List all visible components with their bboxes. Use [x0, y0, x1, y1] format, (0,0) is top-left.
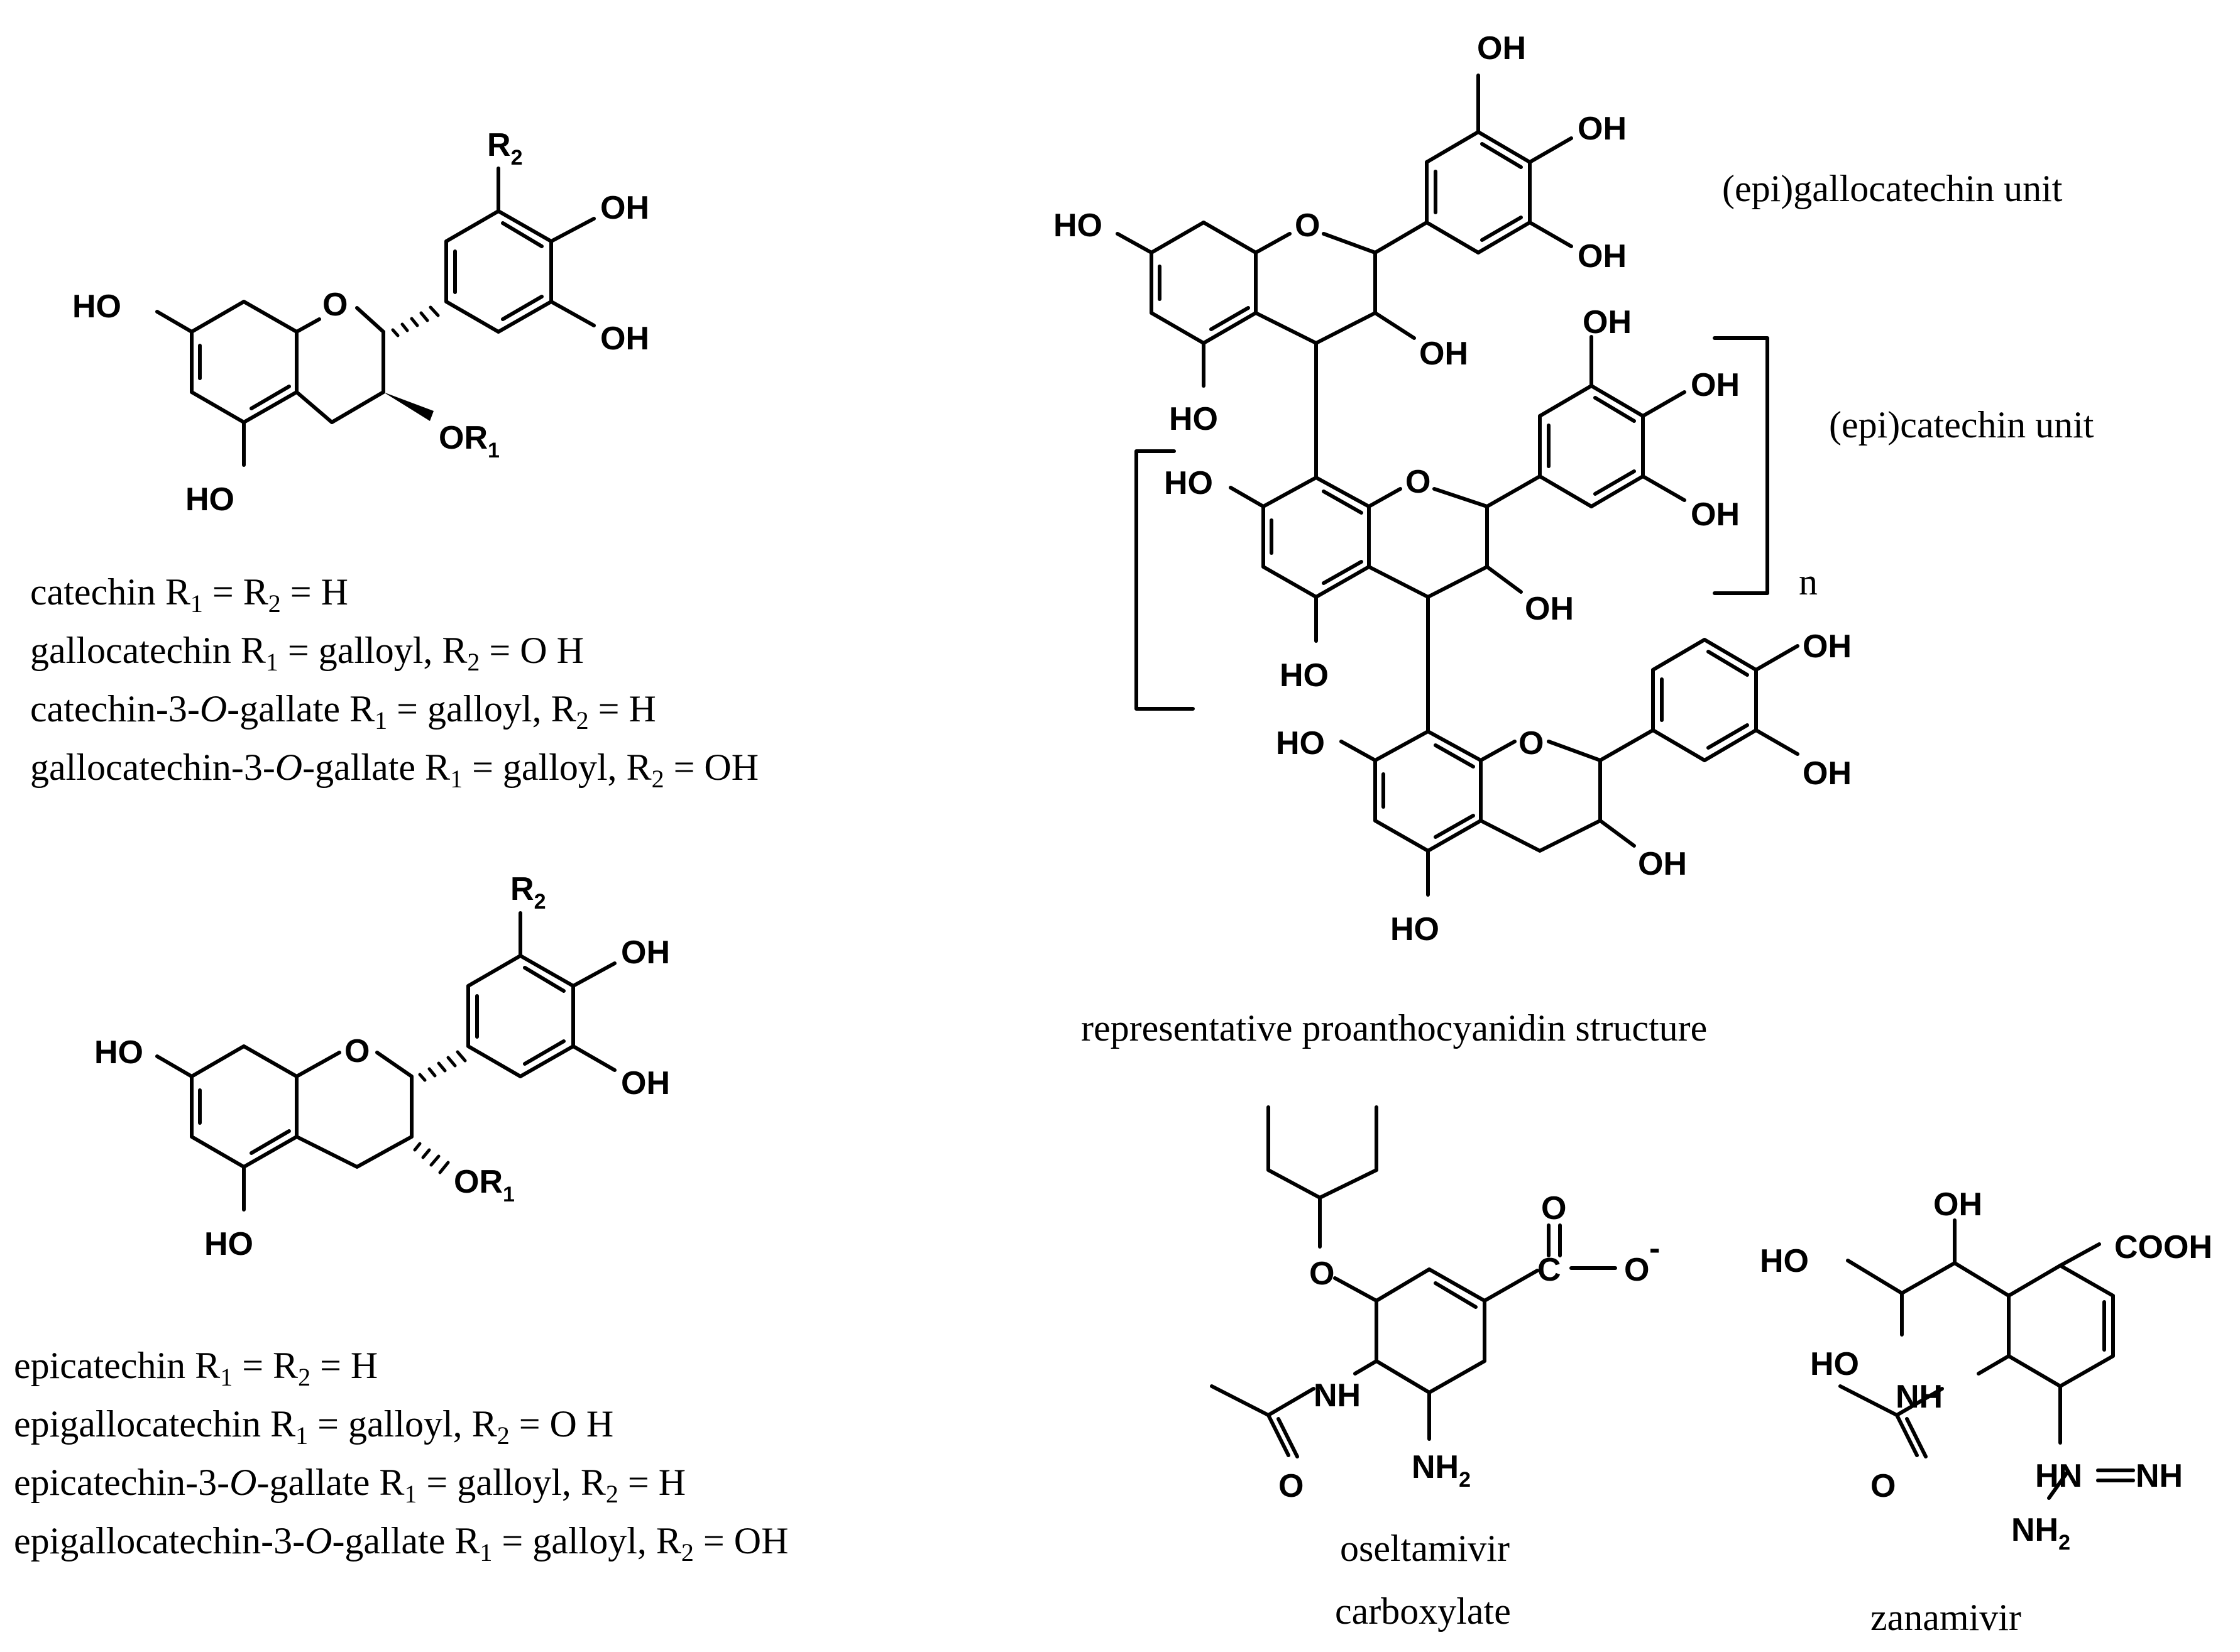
ho-label: HO: [1169, 401, 1218, 437]
oh-label: OH: [1691, 367, 1740, 403]
r2-label: R2: [510, 871, 546, 914]
r2-label: R2: [487, 127, 522, 170]
oh-label: OH: [1477, 30, 1526, 67]
ring-oxygen-label: O: [344, 1033, 370, 1069]
oh-label: OH: [1933, 1186, 1982, 1223]
or1-label: OR1: [454, 1164, 515, 1206]
oh-label: OH: [1803, 628, 1852, 665]
oh-label: OH: [1578, 111, 1627, 147]
oh-label: OH: [1419, 336, 1468, 372]
catechin-structure: R2 OH OH O HO HO OR1: [72, 127, 649, 518]
ho-label: HO: [1164, 465, 1213, 501]
caption-line: epigallocatechin-3-O-gallate R1 = galloy…: [14, 1520, 788, 1567]
ho-label: HO: [1390, 911, 1439, 948]
acetyl-oxygen-label: O: [1870, 1468, 1896, 1504]
nh-label: NH: [1314, 1377, 1361, 1414]
zanamivir-structure: OH HO HO COOH NH O HN NH NH2 zanamivir: [1760, 1186, 2212, 1638]
ho-label: HO: [1280, 657, 1329, 694]
ring-oxygen-label: O: [1295, 207, 1320, 244]
carbonyl-oxygen-label: O: [1541, 1190, 1566, 1227]
epicatechin-captions: epicatechin R1 = R2 = H epigallocatechin…: [14, 1345, 788, 1567]
unit-label-gallocatechin: (epi)gallocatechin unit: [1722, 168, 2063, 209]
ring-oxygen-label: O: [1518, 725, 1544, 762]
ho-label: HO: [1053, 207, 1102, 244]
ho-label: HO: [204, 1226, 253, 1262]
oh-label: OH: [600, 190, 649, 226]
ho-label: HO: [1810, 1346, 1859, 1382]
minus-charge-label: -: [1649, 1230, 1660, 1267]
oh-label: OH: [600, 320, 649, 357]
unit-label-catechin: (epi)catechin unit: [1829, 404, 2094, 446]
caption-line: gallocatechin R1 = galloyl, R2 = O H: [30, 630, 584, 676]
ho-label: HO: [1276, 725, 1325, 762]
ho-label: HO: [72, 288, 121, 325]
oseltamivir-caption: oseltamivir: [1340, 1528, 1510, 1569]
ho-label: HO: [1760, 1243, 1809, 1279]
oh-label: OH: [621, 934, 670, 971]
carbon-label: C: [1537, 1252, 1561, 1288]
proanthocyanidin-caption: representative proanthocyanidin structur…: [1081, 1007, 1707, 1049]
ho-label: HO: [185, 481, 234, 518]
ring-oxygen-label: O: [1405, 464, 1430, 500]
cooh-label: COOH: [2114, 1229, 2212, 1266]
nh2-label: NH2: [2011, 1512, 2070, 1555]
ho-label: HO: [94, 1034, 143, 1071]
oseltamivir-caption: carboxylate: [1335, 1590, 1511, 1632]
oseltamivir-structure: O O C O - NH O NH2 oseltamivir carboxyla…: [1210, 1105, 1660, 1632]
zanamivir-caption: zanamivir: [1870, 1597, 2021, 1638]
caption-line: catechin R1 = R2 = H: [30, 571, 348, 618]
caption-line: gallocatechin-3-O-gallate R1 = galloyl, …: [30, 747, 759, 793]
caption-line: catechin-3-O-gallate R1 = galloyl, R2 = …: [30, 688, 656, 735]
hn-label: HN: [2035, 1458, 2082, 1494]
repeat-count-label: n: [1799, 561, 1818, 603]
epicatechin-structure: R2 OH OH O HO HO OR1: [94, 871, 670, 1262]
oh-label: OH: [1638, 846, 1687, 882]
nh-label: NH: [2136, 1458, 2183, 1494]
caption-line: epigallocatechin R1 = galloyl, R2 = O H: [14, 1403, 613, 1450]
ring-oxygen-label: O: [322, 287, 348, 323]
oh-label: OH: [1578, 238, 1627, 275]
caption-line: epicatechin R1 = R2 = H: [14, 1345, 378, 1391]
proanthocyanidin-structure: OH OH OH HO O HO OH OH OH OH HO O HO OH …: [1053, 30, 2094, 1049]
caption-line: epicatechin-3-O-gallate R1 = galloyl, R2…: [14, 1462, 686, 1508]
oh-label: OH: [1803, 755, 1852, 792]
oh-label: OH: [621, 1065, 670, 1102]
ether-oxygen-label: O: [1309, 1255, 1334, 1292]
oh-label: OH: [1691, 496, 1740, 533]
carboxylate-oxygen-label: O: [1624, 1252, 1649, 1288]
acetyl-oxygen-label: O: [1278, 1468, 1304, 1504]
oh-label: OH: [1583, 304, 1632, 341]
catechin-captions: catechin R1 = R2 = H gallocatechin R1 = …: [30, 571, 759, 793]
oh-label: OH: [1525, 591, 1574, 627]
nh2-label: NH2: [1412, 1449, 1471, 1492]
nh-label: NH: [1896, 1379, 1943, 1415]
or1-label: OR1: [439, 420, 500, 462]
